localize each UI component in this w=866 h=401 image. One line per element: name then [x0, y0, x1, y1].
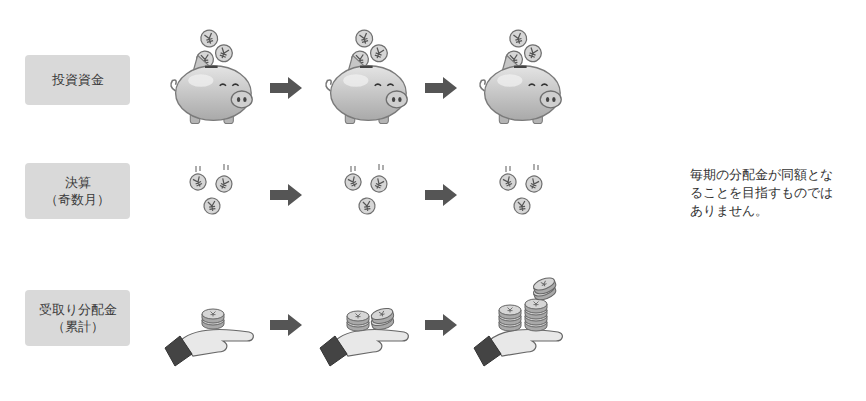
hand-with-coins — [320, 306, 408, 366]
piggy-bank — [171, 28, 252, 123]
dividend-coins — [187, 164, 234, 215]
flow-arrow — [270, 314, 302, 336]
row-label: 投資資金 — [52, 71, 104, 89]
flow-arrow — [425, 314, 457, 336]
flow-arrow — [270, 184, 302, 206]
hand-with-coins — [474, 276, 562, 366]
hand-with-coins — [165, 309, 253, 366]
dividend-coins — [342, 164, 389, 215]
dividend-coins — [497, 164, 544, 215]
note-text: 毎期の分配金が同額となることを目指すものではありません。 — [690, 166, 836, 220]
row-label: 決算 （奇数月） — [31, 174, 124, 209]
row-label: 受取り分配金 （累計） — [31, 301, 124, 336]
piggy-bank — [480, 28, 561, 123]
flow-arrow — [425, 184, 457, 206]
flow-arrow — [425, 77, 457, 99]
flow-arrow — [270, 77, 302, 99]
category-box: 決算 （奇数月） — [25, 163, 130, 219]
category-box: 受取り分配金 （累計） — [25, 290, 130, 346]
piggy-bank — [326, 28, 407, 123]
category-box: 投資資金 — [25, 55, 130, 105]
